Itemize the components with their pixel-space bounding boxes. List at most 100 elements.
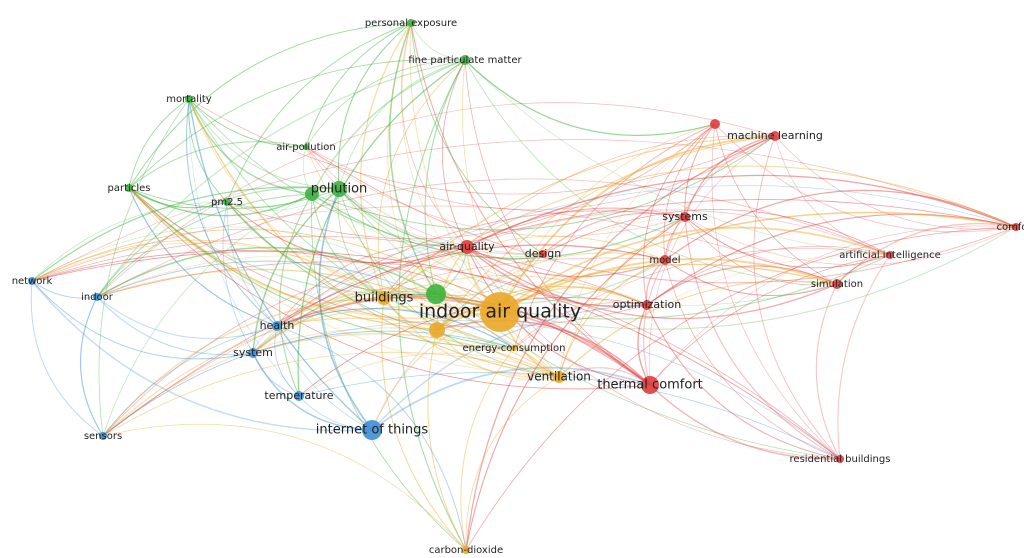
node-yellow-unlabeled-1[interactable] [429, 322, 445, 338]
node-artificial-intelligence[interactable] [886, 251, 894, 259]
node-label-mortality[interactable]: mortality [166, 94, 211, 105]
node-label-system[interactable]: system [233, 346, 273, 359]
edge-red-unlabeled-1-systems [684, 123, 716, 218]
node-label-internet-of-things[interactable]: internet of things [316, 423, 429, 438]
node-label-artificial-intelligence[interactable]: artificial intelligence [839, 250, 941, 261]
node-label-systems[interactable]: systems [662, 210, 708, 223]
node-label-carbon-dioxide[interactable]: carbon-dioxide [429, 545, 503, 556]
node-network[interactable] [28, 277, 36, 285]
node-internet-of-things[interactable] [362, 420, 382, 440]
node-label-health[interactable]: health [260, 319, 295, 332]
node-label-temperature[interactable]: temperature [264, 389, 333, 402]
edge-pm2-5-indoor-air-quality [226, 201, 501, 315]
edge-energy-consumption-carbon-dioxide [460, 347, 515, 551]
node-label-comfort[interactable]: comfort [996, 222, 1024, 233]
edge-particles-pm2-5 [128, 187, 228, 209]
node-ventilation[interactable] [553, 371, 565, 383]
edge-artificial-intelligence-ventilation [558, 254, 891, 378]
node-particles[interactable] [125, 184, 133, 192]
edge-indoor-air-quality-network [31, 229, 501, 313]
edge-personal-exposure-pollution [337, 22, 412, 190]
node-red-unlabeled-1[interactable] [710, 119, 720, 129]
node-label-fine-particulate-matter[interactable]: fine particulate matter [408, 55, 522, 66]
node-label-particles[interactable]: particles [108, 183, 151, 194]
node-machine-learning[interactable] [770, 131, 780, 141]
node-residential-buildings[interactable] [836, 455, 844, 463]
node-label-indoor-air-quality[interactable]: indoor air quality [419, 301, 581, 323]
node-fine-particulate-matter[interactable] [460, 55, 470, 65]
node-label-model[interactable]: model [649, 255, 680, 266]
edge-red-unlabeled-1-optimization [642, 123, 716, 306]
edge-artificial-intelligence-indoor [96, 178, 891, 298]
edge-systems-comfort [684, 216, 1017, 266]
edge-residential-buildings-indoor [96, 261, 841, 460]
node-energy-consumption[interactable] [511, 345, 517, 351]
edge-systems-design [542, 212, 686, 255]
edge-model-thermal-comfort [643, 259, 666, 386]
node-label-energy-consumption[interactable]: energy-consumption [462, 343, 565, 354]
node-green-unlabeled-1[interactable] [305, 187, 319, 201]
node-label-indoor[interactable]: indoor [81, 292, 114, 303]
edge-green-unlabeled-1-systems [311, 193, 686, 260]
edge-pm2-5-pollution [226, 188, 340, 211]
edge-network-indoor [31, 280, 98, 299]
edge-model-system [252, 244, 666, 354]
edge-personal-exposure-particles [128, 22, 412, 189]
edge-mortality-pollution [188, 98, 340, 190]
edge-residential-buildings-network [31, 250, 841, 460]
node-label-pm2-5[interactable]: pm2.5 [211, 197, 243, 208]
edge-machine-learning-yellow-unlabeled-1 [436, 135, 776, 331]
node-label-network[interactable]: network [12, 276, 53, 287]
node-label-optimization[interactable]: optimization [613, 298, 681, 311]
edge-pollution-optimization [338, 188, 648, 307]
node-label-personal-exposure[interactable]: personal exposure [365, 18, 457, 29]
node-thermal-comfort[interactable] [641, 376, 659, 394]
node-label-air-pollution[interactable]: air-pollution [276, 142, 336, 153]
edge-particles-thermal-comfort [128, 187, 651, 390]
edge-pollution-indoor [96, 186, 340, 298]
node-label-buildings[interactable]: buildings [355, 291, 414, 306]
node-carbon-dioxide[interactable] [462, 546, 470, 554]
node-label-sensors[interactable]: sensors [84, 431, 122, 442]
node-temperature[interactable] [294, 391, 304, 401]
node-health[interactable] [272, 321, 282, 331]
edge-comfort-indoor-air-quality [499, 211, 1017, 313]
node-simulation[interactable] [832, 279, 842, 289]
edge-particles-energy-consumption [128, 187, 515, 349]
node-label-ventilation[interactable]: ventilation [527, 370, 591, 384]
edge-particles-yellow-unlabeled-1 [128, 187, 438, 331]
node-system[interactable] [248, 348, 258, 358]
node-air-pollution[interactable] [303, 144, 309, 150]
node-label-pollution[interactable]: pollution [311, 182, 368, 197]
node-air-quality[interactable] [460, 240, 474, 254]
edge-mortality-buildings [188, 98, 385, 299]
node-label-simulation[interactable]: simulation [811, 279, 863, 290]
edge-model-buildings [383, 235, 666, 299]
edge-comfort-simulation [836, 223, 1017, 285]
node-model[interactable] [660, 255, 670, 265]
node-label-machine-learning[interactable]: machine learning [727, 129, 823, 142]
node-label-thermal-comfort[interactable]: thermal comfort [597, 378, 703, 393]
node-design[interactable] [539, 250, 547, 258]
edge-comfort-network [31, 139, 1017, 282]
edge-mortality-ventilation [188, 98, 560, 378]
node-personal-exposure[interactable] [407, 19, 415, 27]
node-green-unlabeled-2[interactable] [426, 284, 446, 304]
node-label-design[interactable]: design [525, 247, 562, 260]
node-mortality[interactable] [185, 95, 193, 103]
node-indoor-air-quality[interactable] [480, 292, 520, 332]
node-comfort[interactable] [1012, 223, 1020, 231]
node-optimization[interactable] [642, 300, 652, 310]
edge-health-internet-of-things [276, 325, 373, 431]
node-buildings[interactable] [377, 291, 391, 305]
node-label-air-quality[interactable]: air-quality [439, 240, 495, 253]
node-systems[interactable] [680, 212, 690, 222]
node-label-residential-buildings[interactable]: residential buildings [790, 454, 891, 465]
node-indoor[interactable] [93, 293, 101, 301]
node-pollution[interactable] [331, 181, 347, 197]
edge-machine-learning-indoor [96, 102, 776, 298]
node-pm2-5[interactable] [223, 198, 231, 206]
node-sensors[interactable] [99, 432, 107, 440]
